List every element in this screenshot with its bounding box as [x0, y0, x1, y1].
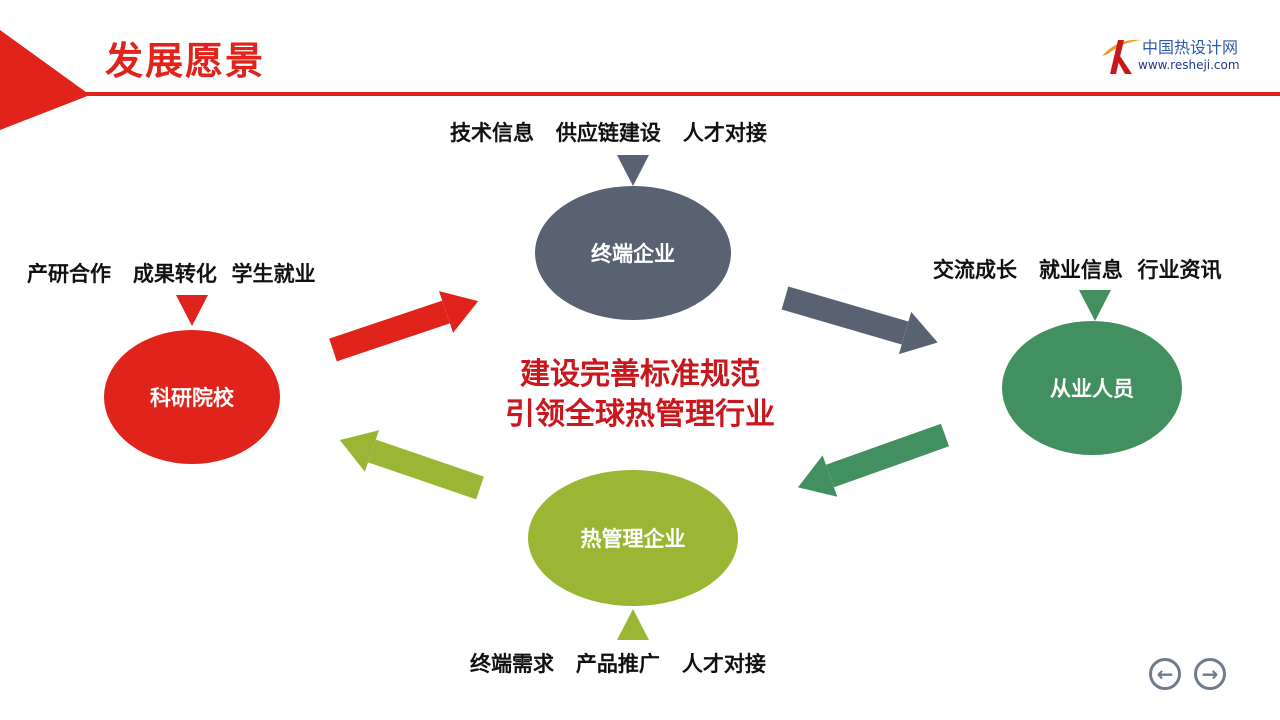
slogan-line-2: 引领全球热管理行业	[505, 397, 775, 432]
node-research-label: 科研院校	[150, 386, 234, 410]
node-practitioners-label: 从业人员	[1050, 377, 1134, 401]
next-slide-button[interactable]: →	[1194, 658, 1226, 690]
enterprise-tags: 技术信息 供应链建设 人才对接	[450, 121, 767, 145]
arrow-research-to-enterprise	[329, 291, 479, 362]
logo: 中国热设计网 www.resheji.com	[1098, 34, 1248, 76]
pointer-enterprise	[617, 155, 649, 186]
node-enterprise-label: 终端企业	[591, 242, 675, 266]
prev-slide-button[interactable]: ←	[1149, 658, 1181, 690]
arrow-thermal-to-research	[339, 430, 484, 500]
logo-name: 中国热设计网	[1142, 38, 1239, 57]
center-slogan: 建设完善标准规范 引领全球热管理行业	[440, 355, 840, 435]
arrow-right-icon: →	[1201, 662, 1219, 686]
header-divider	[0, 92, 1280, 96]
arrow-enterprise-to-practitioners	[781, 286, 938, 355]
node-practitioners: 从业人员	[1002, 321, 1182, 455]
node-thermal-label: 热管理企业	[580, 527, 686, 551]
logo-r-icon	[1102, 39, 1142, 74]
arrow-practitioners-to-thermal	[797, 423, 950, 497]
practitioners-tags: 交流成长 就业信息 行业资讯	[933, 258, 1222, 282]
node-thermal: 热管理企业	[528, 470, 738, 606]
pointer-research	[176, 295, 208, 326]
slogan-line-1: 建设完善标准规范	[520, 357, 760, 392]
thermal-tags: 终端需求 产品推广 人才对接	[470, 652, 766, 676]
node-enterprise: 终端企业	[535, 186, 731, 320]
pointer-practitioners	[1079, 290, 1111, 321]
pointer-thermal	[617, 609, 649, 640]
corner-triangle	[0, 30, 90, 130]
arrow-left-icon: ←	[1156, 662, 1174, 686]
logo-url: www.resheji.com	[1138, 58, 1240, 72]
node-research: 科研院校	[104, 330, 280, 464]
research-tags: 产研合作 成果转化 学生就业	[27, 262, 316, 286]
page-title: 发展愿景	[105, 39, 266, 83]
